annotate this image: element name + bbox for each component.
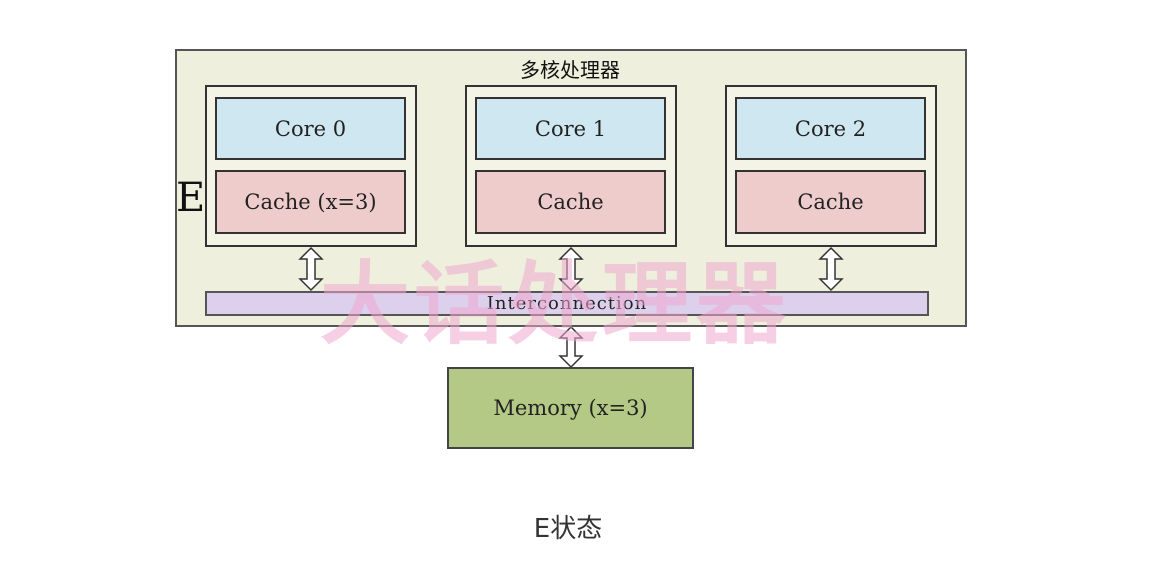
state-letter: E	[176, 175, 206, 221]
double-arrow-icon	[558, 246, 584, 292]
double-arrow-icon	[818, 246, 844, 292]
interconnection-bus: Interconnection	[205, 291, 929, 316]
double-arrow-icon	[298, 246, 324, 292]
caption: E状态	[533, 514, 603, 544]
core-0-box: Core 0	[215, 97, 406, 160]
double-arrow-icon	[558, 325, 584, 369]
cache-2-box: Cache	[735, 170, 926, 234]
core-1-box: Core 1	[475, 97, 666, 160]
memory-box: Memory (x=3)	[447, 367, 694, 449]
core-2-box: Core 2	[735, 97, 926, 160]
cache-0-box: Cache (x=3)	[215, 170, 406, 234]
processor-title: 多核处理器	[520, 58, 620, 82]
cache-1-box: Cache	[475, 170, 666, 234]
